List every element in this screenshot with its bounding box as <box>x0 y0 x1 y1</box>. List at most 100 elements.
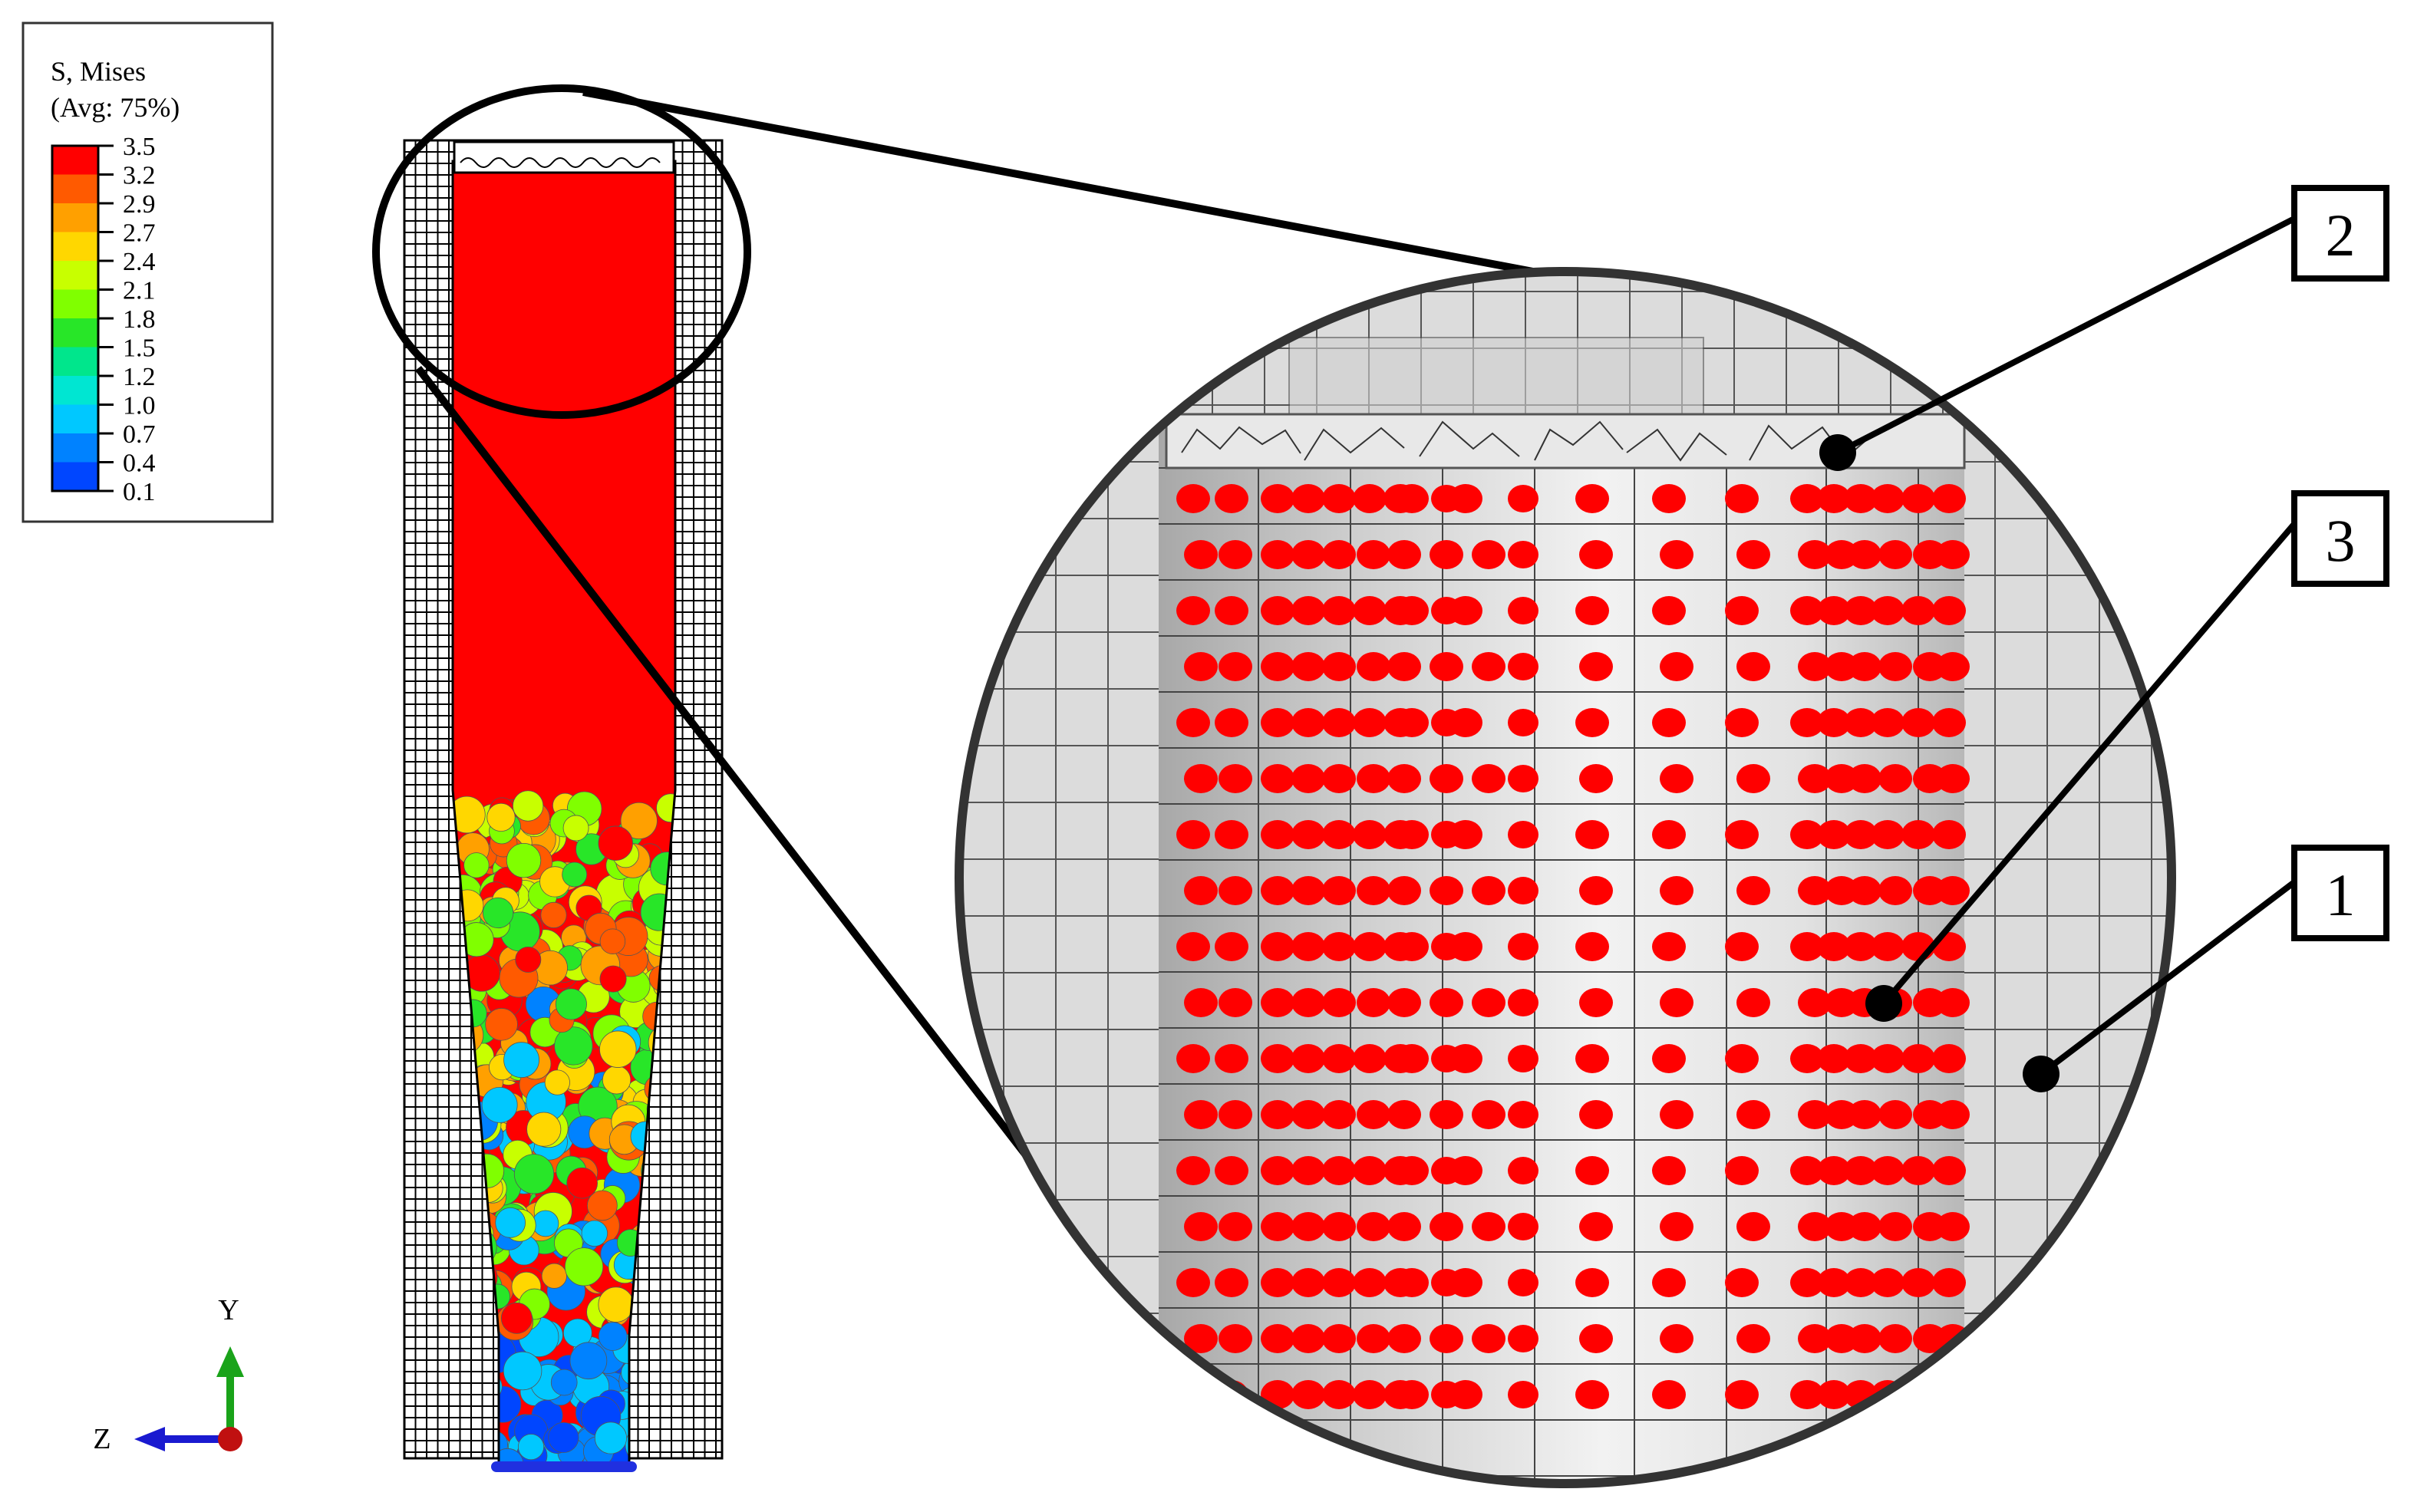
legend-subtitle: (Avg: 75%) <box>51 92 180 123</box>
zoom-particle <box>1817 1380 1851 1409</box>
zoom-particle <box>1291 1268 1325 1297</box>
zoom-particle <box>1932 708 1966 737</box>
legend-tick-label: 0.4 <box>123 450 156 478</box>
zoom-particle <box>1575 1380 1609 1409</box>
zoom-particle <box>1387 876 1421 905</box>
zoom-particle <box>1848 540 1881 569</box>
powder-particle <box>586 1190 618 1221</box>
powder-particle <box>569 1342 608 1380</box>
zoom-particle <box>1817 1268 1851 1297</box>
zoom-particle <box>1261 820 1294 849</box>
zoom-particle <box>1322 1156 1356 1185</box>
zoom-particle <box>1261 876 1294 905</box>
zoom-particle <box>1387 1324 1421 1353</box>
zoom-particle <box>1579 764 1613 793</box>
zoom-detail <box>955 267 2176 1488</box>
zoom-particle <box>1431 1269 1462 1296</box>
zoom-particle <box>1508 1045 1538 1072</box>
zoom-particle <box>1736 652 1770 681</box>
zoom-particle <box>1844 1156 1878 1185</box>
zoom-particle <box>1322 932 1356 961</box>
zoom-particle <box>1261 1156 1294 1185</box>
powder-particle <box>512 790 544 822</box>
zoom-particle <box>1357 540 1390 569</box>
zoom-particle <box>1652 820 1686 849</box>
zoom-particle <box>1472 1324 1505 1353</box>
zoom-particle <box>1817 596 1851 625</box>
zoom-particle <box>1878 764 1912 793</box>
zoom-particle <box>1932 1380 1966 1409</box>
zoom-particle <box>1219 652 1252 681</box>
powder-particle <box>581 1220 608 1247</box>
zoom-particle <box>1652 596 1686 625</box>
zoom-particle <box>1901 1380 1935 1409</box>
zoom-particle <box>1215 1268 1248 1297</box>
zoom-particle <box>1848 1100 1881 1129</box>
zoom-particle <box>1936 1100 1970 1129</box>
zoom-particle <box>1508 1325 1538 1352</box>
y-axis-label: Y <box>218 1294 239 1326</box>
zoom-top-texture <box>1181 420 1873 462</box>
zoom-particle <box>1261 1268 1294 1297</box>
zoom-particle <box>1215 596 1248 625</box>
powder-particle <box>594 1421 628 1454</box>
powder-particle <box>453 796 486 834</box>
zoom-particle <box>1261 1324 1294 1353</box>
zoom-particle <box>1844 1044 1878 1073</box>
zoom-particle <box>1431 485 1462 512</box>
zoom-particle <box>1261 1212 1294 1241</box>
zoom-particle <box>1184 764 1218 793</box>
legend-tick-label: 1.0 <box>123 392 156 420</box>
zoom-particle <box>1508 1381 1538 1408</box>
legend-scale-border <box>51 144 100 492</box>
zoom-particle <box>1322 1100 1356 1129</box>
legend-tick-label: 2.9 <box>123 190 156 219</box>
callout-1-box <box>2291 845 2389 941</box>
zoom-particle <box>1291 1156 1325 1185</box>
zoom-particle <box>1219 988 1252 1017</box>
zoom-particle <box>1322 764 1356 793</box>
zoom-particle <box>1322 596 1356 625</box>
zoom-particle <box>1291 1324 1325 1353</box>
zoom-particle <box>1395 1380 1429 1409</box>
zoom-particle <box>1291 988 1325 1017</box>
legend-swatch <box>52 232 98 261</box>
zoom-particle <box>1291 1044 1325 1073</box>
zoom-particle <box>1261 484 1294 513</box>
powder-particle <box>485 1008 518 1041</box>
zoom-particle <box>1652 708 1686 737</box>
zoom-particle <box>1353 708 1387 737</box>
zoom-particle <box>1579 540 1613 569</box>
zoom-particle <box>1871 820 1904 849</box>
zoom-particle <box>1176 1268 1210 1297</box>
zoom-particle <box>1936 988 1970 1017</box>
powder-particle <box>483 897 514 929</box>
zoom-particle <box>1176 596 1210 625</box>
zoom-particle <box>1261 708 1294 737</box>
zoom-particle <box>1901 1156 1935 1185</box>
zoom-particle <box>1798 764 1832 793</box>
zoom-particle <box>1322 708 1356 737</box>
zoom-particle <box>1652 484 1686 513</box>
powder-particle <box>526 1112 562 1147</box>
zoom-particle <box>1472 652 1505 681</box>
zoom-particle <box>1936 540 1970 569</box>
zoom-particle <box>1472 1212 1505 1241</box>
powder-particle <box>599 965 627 993</box>
powder-particle <box>602 1066 632 1095</box>
zoom-particle <box>1431 541 1462 568</box>
legend-tick-labels: 3.53.22.92.72.42.11.81.51.21.00.70.40.1 <box>123 133 156 506</box>
zoom-particle <box>1215 708 1248 737</box>
zoom-particle <box>1798 652 1832 681</box>
zoom-particle <box>1322 540 1356 569</box>
y-arrowhead-icon <box>216 1346 244 1377</box>
powder-particle <box>541 1263 567 1289</box>
zoom-particle <box>1575 1156 1609 1185</box>
zoom-particle <box>1508 877 1538 904</box>
powder-particle <box>517 1434 545 1461</box>
legend-swatch <box>52 289 98 318</box>
zoom-particle <box>1660 988 1693 1017</box>
zoom-particle <box>1291 932 1325 961</box>
zoom-particle <box>1508 1213 1538 1240</box>
zoom-particle <box>1725 820 1759 849</box>
